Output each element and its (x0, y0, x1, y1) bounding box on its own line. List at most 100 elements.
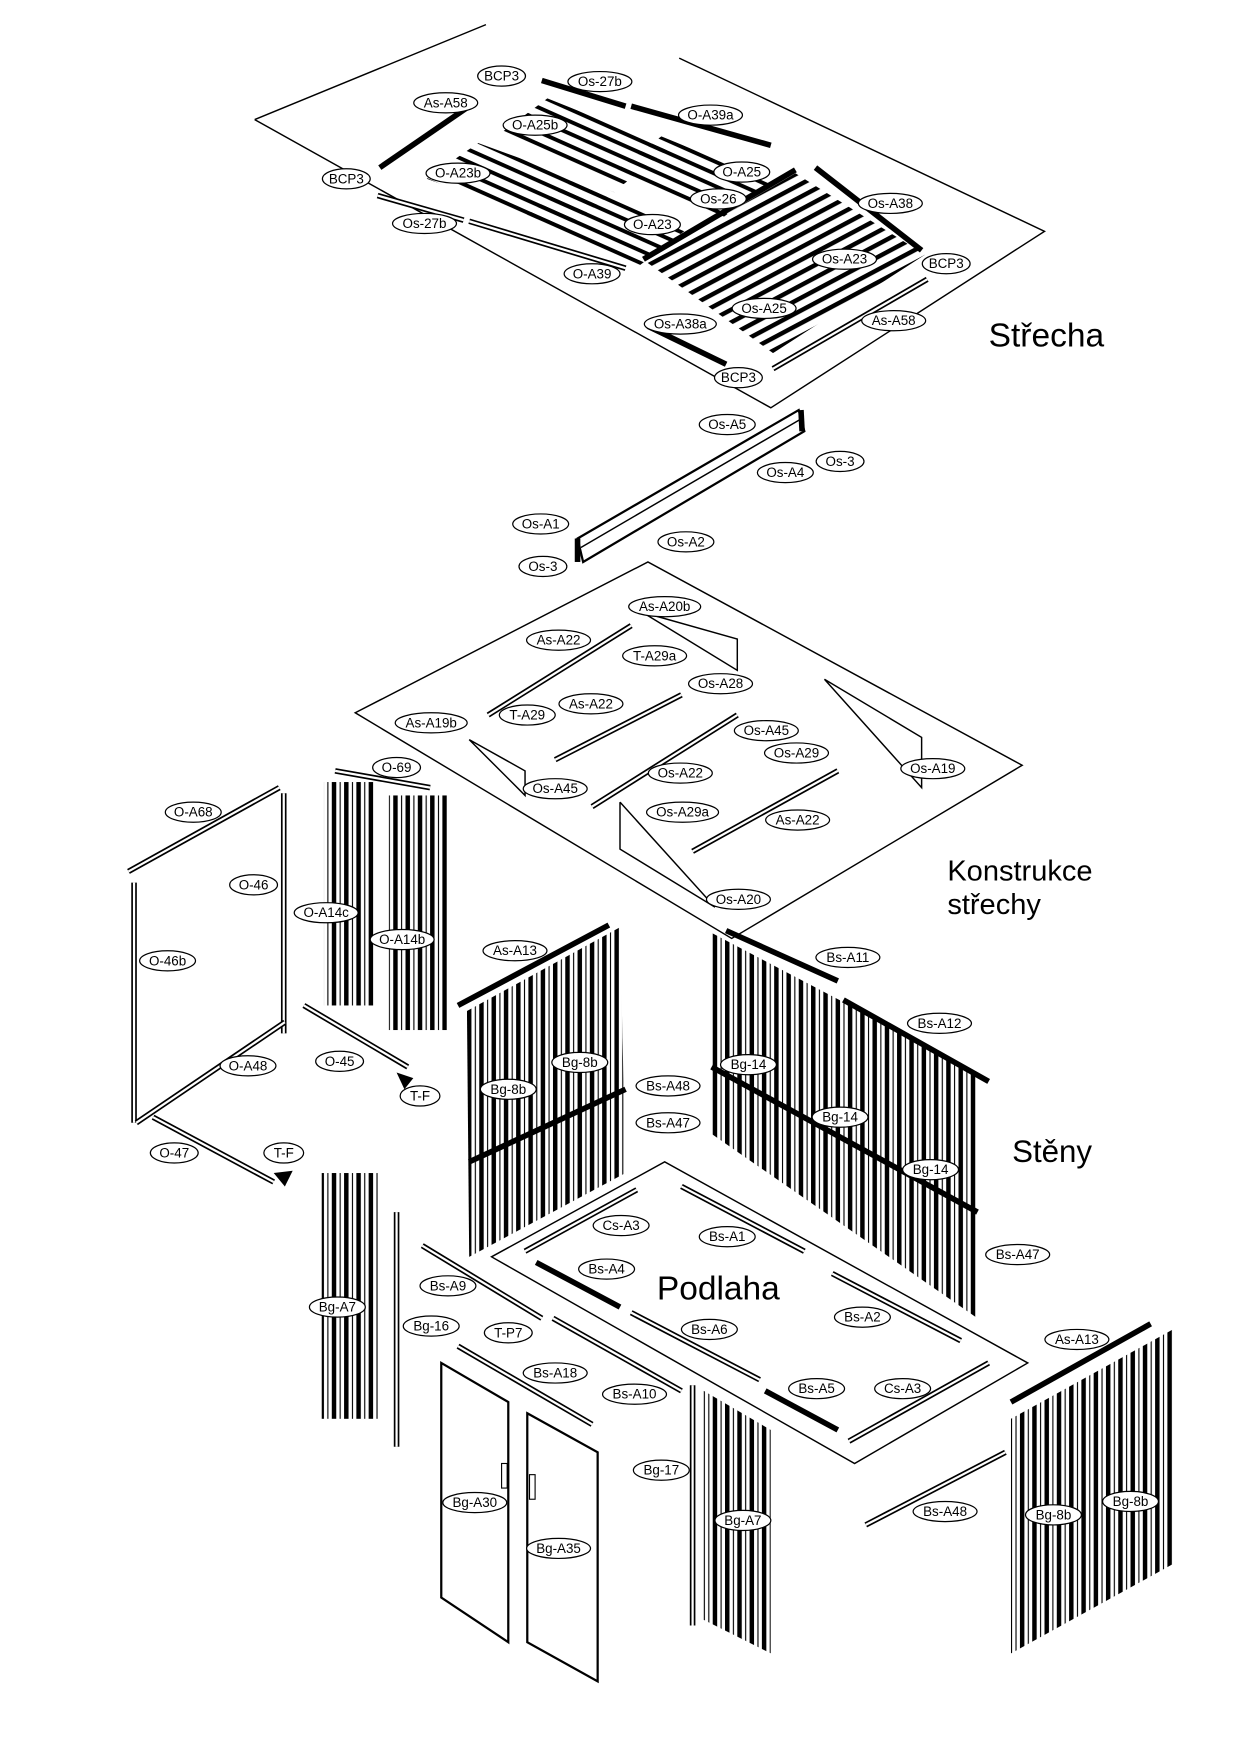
label-ellipse (567, 70, 633, 93)
part-label: Cs-A3 (874, 1377, 932, 1400)
label-text: Bs-A12 (918, 1016, 962, 1031)
label-ellipse (622, 645, 688, 667)
part-label: As-A58 (861, 310, 927, 332)
label-text: Bs-A6 (691, 1322, 727, 1337)
label-text: Os-A25 (741, 301, 786, 316)
label-text: Cs-A3 (884, 1381, 921, 1396)
label-text: Os-3 (826, 454, 855, 469)
label-text: Os-A20 (716, 892, 761, 907)
label-ellipse (413, 92, 479, 114)
label-text: O-A14b (379, 932, 425, 947)
label-ellipse (689, 188, 747, 210)
part-label: Bg-14 (719, 1054, 778, 1076)
label-text: Bs-A2 (844, 1310, 880, 1325)
part-label: Bg-8b (479, 1078, 537, 1100)
part-label: O-69 (372, 756, 422, 779)
label-text: Bs-A48 (646, 1078, 690, 1093)
part-label: As-A13 (1044, 1328, 1110, 1351)
label-text: Bg-A30 (452, 1495, 497, 1510)
label-ellipse (399, 1085, 441, 1107)
part-label: O-A23 (623, 213, 681, 236)
part-label: Bs-A48 (912, 1500, 978, 1523)
part-label: O-A48 (219, 1055, 277, 1077)
part-label: Os-26 (689, 188, 747, 210)
part-label: As-A58 (413, 92, 479, 114)
label-text: Cs-A3 (603, 1218, 640, 1233)
label-ellipse (811, 248, 878, 270)
label-text: BCP3 (329, 171, 364, 186)
label-text: T-P7 (494, 1325, 522, 1340)
part-label: O-A14c (293, 902, 359, 924)
label-ellipse (149, 1142, 199, 1164)
label-ellipse (525, 629, 592, 651)
label-ellipse (713, 366, 763, 389)
label-text: Os-A23 (822, 252, 867, 267)
part-label: Os-A1 (512, 513, 570, 535)
label-ellipse (425, 162, 491, 184)
label-text: Bs-A11 (826, 950, 869, 965)
label-text: As-A13 (1055, 1332, 1099, 1347)
part-label: Bs-A10 (601, 1383, 668, 1405)
label-ellipse (733, 719, 799, 742)
part-label: As-A13 (482, 940, 548, 962)
part-label: Os-A38 (857, 192, 923, 215)
label-ellipse (483, 1322, 533, 1344)
part-label: O-A39a (677, 104, 744, 126)
label-text: O-A25b (512, 118, 558, 133)
label-text: Bg-14 (731, 1057, 767, 1072)
label-ellipse (372, 756, 422, 779)
label-text: O-A39 (573, 266, 612, 281)
label-text: Os-A38 (868, 196, 913, 211)
part-label: Bg-14 (811, 1106, 869, 1128)
section-title-floor: Podlaha (657, 1270, 780, 1307)
part-label: O-47 (149, 1142, 199, 1164)
label-text: O-A23b (435, 166, 481, 181)
part-label: Os-A19 (900, 757, 966, 780)
part-label: Bs-A2 (833, 1306, 891, 1328)
part-label: Bs-A18 (522, 1362, 588, 1384)
label-text: As-A58 (872, 313, 916, 328)
label-ellipse (164, 801, 222, 823)
part-label: T-A29a (622, 645, 688, 667)
label-ellipse (874, 1377, 932, 1400)
part-label: Os-A4 (756, 461, 814, 484)
roof-panel-os-a23 (645, 173, 925, 354)
label-text: Bg-A35 (536, 1541, 581, 1556)
roof-panel-o-a23 (522, 181, 688, 266)
label-text: Os-A22 (658, 766, 703, 781)
label-ellipse (714, 1509, 772, 1532)
label-text: Os-A45 (744, 723, 789, 738)
label-ellipse (628, 595, 702, 618)
label-ellipse (815, 450, 865, 473)
part-label: Bs-A11 (815, 946, 881, 969)
label-ellipse (477, 65, 527, 87)
label-text: Bg-8b (1113, 1494, 1149, 1509)
label-text: Os-A2 (667, 534, 705, 549)
label-text: Os-A5 (708, 417, 746, 432)
part-label: Bs-A12 (906, 1012, 973, 1035)
label-ellipse (391, 212, 458, 235)
label-ellipse (713, 161, 771, 183)
label-ellipse (419, 1275, 477, 1297)
label-ellipse (623, 213, 681, 236)
label-text: Os-27b (403, 216, 447, 231)
label-ellipse (731, 297, 797, 320)
label-ellipse (657, 531, 715, 553)
label-ellipse (229, 874, 279, 896)
label-ellipse (601, 1383, 668, 1405)
label-ellipse (632, 1459, 690, 1481)
label-text: BCP3 (929, 256, 964, 271)
label-ellipse (479, 1078, 537, 1100)
label-text: Os-26 (700, 191, 736, 206)
part-label: Bs-A5 (788, 1377, 846, 1400)
back-wall-assembly (456, 922, 991, 1319)
label-ellipse (635, 1112, 701, 1134)
label-text: Bg-A7 (724, 1513, 761, 1528)
part-label: Bs-A1 (698, 1226, 756, 1248)
label-text: Os-A28 (698, 676, 743, 691)
part-label: Bs-A4 (578, 1258, 636, 1280)
label-text: As-A58 (424, 95, 468, 110)
label-ellipse (563, 263, 621, 285)
section-title-walls: Stěny (1012, 1134, 1092, 1169)
